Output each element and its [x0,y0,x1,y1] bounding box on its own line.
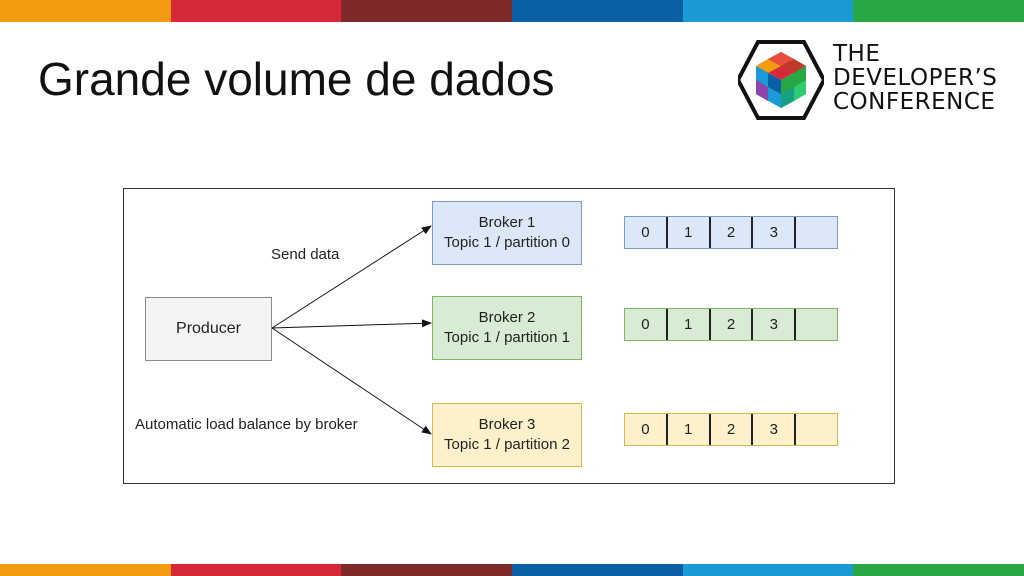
broker-2-node: Broker 2 Topic 1 / partition 1 [432,296,582,360]
broker-2-name: Broker 2 [478,309,536,326]
producer-node: Producer [145,297,272,361]
bottom-color-stripe [0,564,1024,576]
broker-1-name: Broker 1 [478,214,536,231]
offset-cell: 0 [641,316,650,333]
stripe-orange [0,564,171,576]
broker-1-topic: Topic 1 / partition 0 [444,234,570,251]
stripe-red [170,564,342,576]
offset-cell-empty [794,217,837,248]
stripe-green [853,0,1024,22]
stripe-maroon [341,564,513,576]
partition-log-broker-3: 0 1 2 3 [624,413,838,446]
offset-cell: 3 [751,414,794,445]
slide-title: Grande volume de dados [38,53,555,105]
stripe-red [170,0,342,22]
offset-cell: 3 [751,309,794,340]
offset-cell-empty [794,414,837,445]
send-data-label: Send data [271,246,340,263]
stripe-blue [512,0,683,22]
stripe-maroon [341,0,513,22]
logo-text: THE DEVELOPER’S CONFERENCE [833,42,997,114]
logo-line-3: CONFERENCE [833,89,996,115]
broker-2-topic: Topic 1 / partition 1 [444,329,570,346]
broker-3-node: Broker 3 Topic 1 / partition 2 [432,403,582,467]
partition-log-broker-1: 0 1 2 3 [624,216,838,249]
offset-cell: 2 [708,217,752,248]
logo-line-1: THE [833,41,881,67]
conference-logo: THE DEVELOPER’S CONFERENCE [738,40,998,122]
broker-1-node: Broker 1 Topic 1 / partition 0 [432,201,582,265]
load-balance-label: Automatic load balance by broker [135,416,358,433]
logo-line-2: DEVELOPER’S [833,65,998,91]
offset-cell: 1 [665,217,709,248]
offset-cell: 0 [641,421,650,438]
offset-cell-empty [794,309,837,340]
offset-cell: 2 [708,414,752,445]
partition-log-broker-2: 0 1 2 3 [624,308,838,341]
offset-cell: 1 [665,414,709,445]
top-color-stripe [0,0,1024,22]
stripe-green [853,564,1024,576]
offset-cell: 3 [751,217,794,248]
offset-cell: 2 [708,309,752,340]
stripe-light-blue [682,564,854,576]
stripe-light-blue [682,0,854,22]
producer-label: Producer [176,320,241,337]
broker-3-topic: Topic 1 / partition 2 [444,436,570,453]
stripe-orange [0,0,171,22]
stripe-blue [512,564,683,576]
cube-logo-icon [738,40,824,120]
offset-cell: 1 [665,309,709,340]
broker-3-name: Broker 3 [478,416,536,433]
offset-cell: 0 [641,224,650,241]
